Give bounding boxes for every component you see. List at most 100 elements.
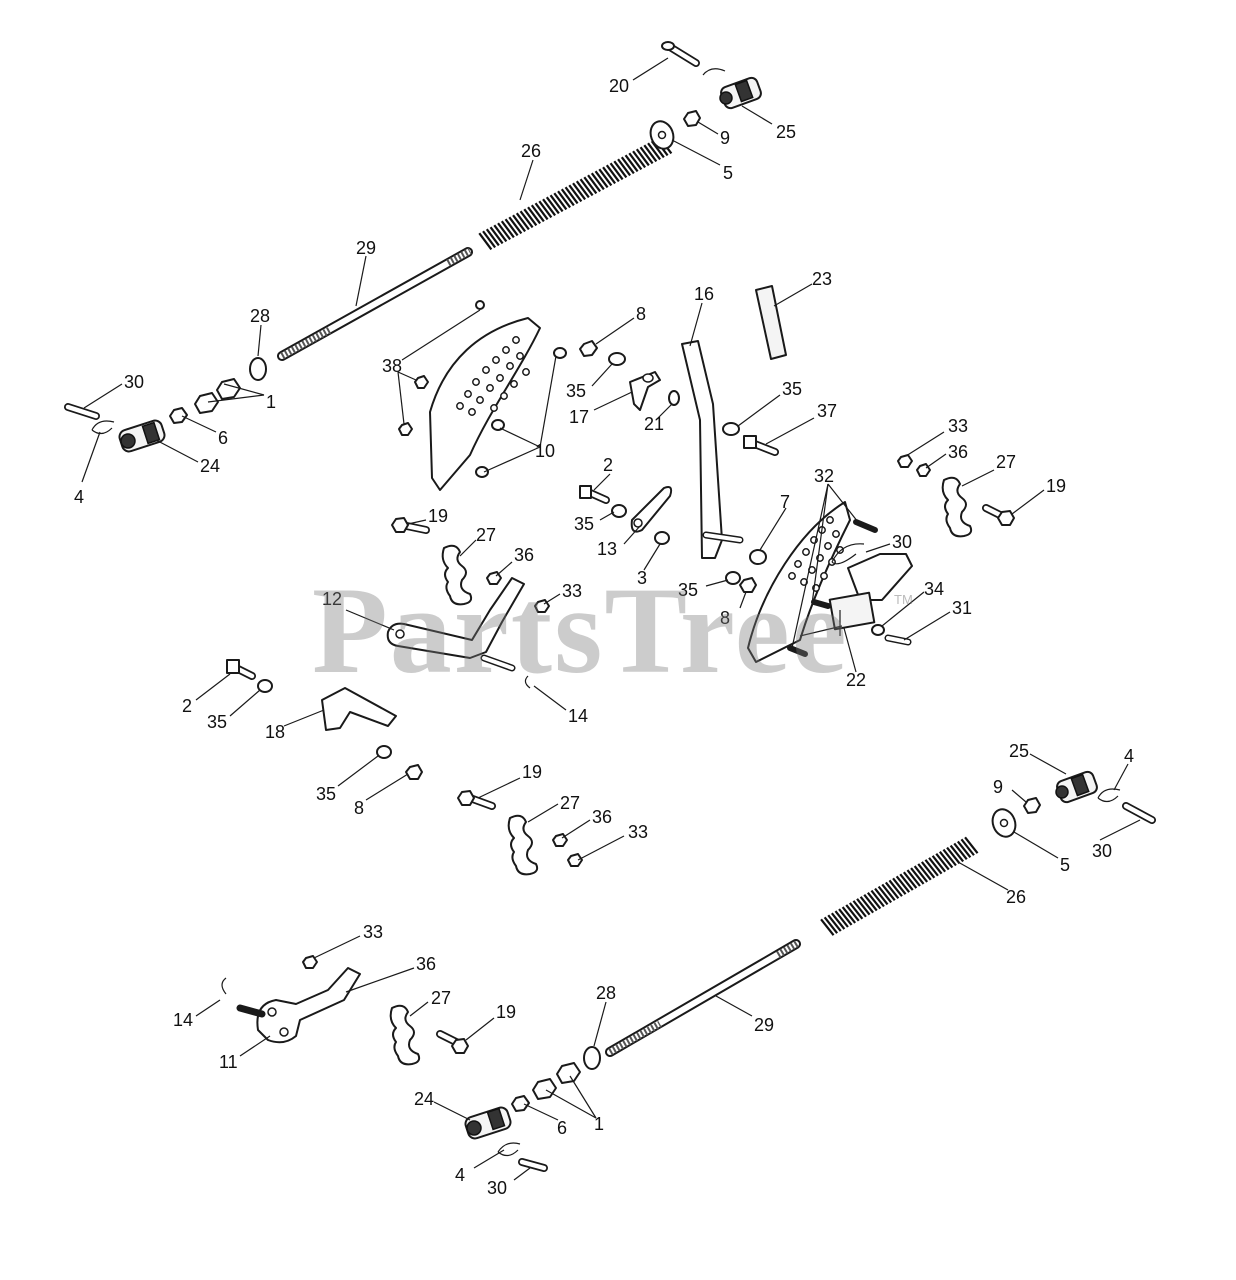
callout-20: 20 (609, 76, 629, 96)
pin-30-upper (64, 403, 100, 420)
callout-layer: 20 25 9 5 26 29 28 30 1 6 24 4 38 10 8 3… (74, 57, 1141, 1198)
leader-24-lower (433, 1101, 471, 1121)
leader-27-bottom (409, 1001, 429, 1017)
callout-33-right: 33 (948, 416, 968, 436)
callout-30-upper: 30 (124, 372, 144, 392)
leader-35-mid (599, 511, 615, 521)
callout-27-mid: 27 (476, 525, 496, 545)
rod-29-upper (277, 247, 473, 361)
leader-36-bottom (345, 967, 415, 993)
nut-1-upper-b (216, 378, 241, 400)
watermark-logo: PartsTree (312, 562, 849, 699)
callout-30-lower-right: 30 (1092, 841, 1112, 861)
leader-33-mid (543, 593, 561, 605)
leader-35-upper (591, 363, 613, 387)
grip-23 (755, 285, 787, 360)
callout-13: 13 (597, 539, 617, 559)
washer-28-lower (583, 1046, 601, 1070)
leader-23 (773, 283, 813, 307)
callout-35-right: 35 (782, 379, 802, 399)
clip-4-lower-left (497, 1142, 521, 1157)
nut-8-upper (579, 340, 598, 357)
quadrant-plate-right (747, 501, 851, 663)
leader-6-lower (523, 1103, 559, 1121)
leader-33-low (577, 835, 625, 861)
callout-14-lower: 14 (173, 1010, 193, 1030)
washer-5-lower-hole (999, 818, 1009, 828)
clip-20-hairpin (702, 68, 726, 76)
callout-27-low: 27 (560, 793, 580, 813)
nut-36-right (916, 463, 931, 477)
leader-1-lower-a (545, 1089, 597, 1119)
bracket-18 (321, 687, 397, 731)
leader-1-upper-b (207, 394, 265, 403)
callout-37: 37 (817, 401, 837, 421)
callout-28-lower: 28 (596, 983, 616, 1003)
nut-33-right (897, 454, 913, 468)
leader-22-side (799, 625, 843, 637)
leader-26-lower (957, 861, 1009, 891)
leader-36-mid (495, 561, 513, 577)
callout-1-lower: 1 (594, 1114, 604, 1134)
callout-21: 21 (644, 414, 664, 434)
callout-24-lower: 24 (414, 1089, 434, 1109)
callout-2-upper: 2 (603, 455, 613, 475)
nut-1-lower-b (556, 1062, 581, 1084)
leader-21 (655, 403, 673, 421)
callout-36-bottom: 36 (416, 954, 436, 974)
spring-26-lower (820, 836, 979, 936)
callout-26-lower: 26 (1006, 887, 1026, 907)
leader-34 (881, 591, 925, 627)
leader-4-lower-right (1113, 763, 1129, 791)
leader-28-upper (257, 324, 262, 357)
leader-12 (345, 609, 395, 631)
callout-33-low: 33 (628, 822, 648, 842)
callout-19-bottom: 19 (496, 1002, 516, 1022)
callout-6-lower: 6 (557, 1118, 567, 1138)
callout-6-upper: 6 (218, 428, 228, 448)
nut-6-lower (511, 1095, 530, 1112)
callout-38: 38 (382, 356, 402, 376)
leader-14-lower (195, 999, 221, 1017)
leader-22 (843, 627, 857, 673)
bolt-37 (743, 435, 779, 456)
callout-31: 31 (952, 598, 972, 618)
bracket-17-hole (642, 373, 654, 383)
leader-9-lower (1011, 789, 1027, 803)
leader-35-left (229, 689, 261, 717)
callout-25-upper: 25 (776, 122, 796, 142)
e-ring-14-upper (524, 675, 531, 689)
leader-38-b (397, 371, 417, 381)
leader-36-low (561, 819, 591, 839)
callout-35-upper: 35 (566, 381, 586, 401)
leader-4-lower-left (473, 1149, 505, 1169)
callout-28-upper: 28 (250, 306, 270, 326)
leader-30-upper (83, 383, 123, 409)
callout-12: 12 (322, 589, 342, 609)
nut-8-low (405, 764, 423, 780)
callout-8-low: 8 (354, 798, 364, 818)
leader-1-lower-b (569, 1075, 597, 1119)
callout-30-lower-left: 30 (487, 1178, 507, 1198)
callout-11: 11 (219, 1052, 238, 1072)
leader-32-b (827, 483, 859, 523)
leader-19-low (477, 777, 521, 799)
nut-38-c (398, 422, 413, 436)
nut-1-lower-a (532, 1078, 557, 1100)
leader-10-b (499, 427, 541, 448)
leader-30-lower-right (1099, 819, 1141, 841)
callout-4-lower-left: 4 (455, 1165, 465, 1185)
ring-21 (668, 390, 680, 406)
nut-9-lower (1023, 797, 1041, 814)
chain-27-mid (441, 544, 473, 606)
callout-19-mid: 19 (428, 506, 448, 526)
spacer-10 (475, 347, 567, 478)
callout-33-bottom: 33 (363, 922, 383, 942)
nut-1-upper-a (194, 392, 219, 414)
clip-4-lower-right (1097, 788, 1121, 803)
chain-27-bottom (389, 1004, 421, 1066)
nut-38-b (414, 375, 429, 389)
leader-1-upper-a (223, 383, 265, 396)
